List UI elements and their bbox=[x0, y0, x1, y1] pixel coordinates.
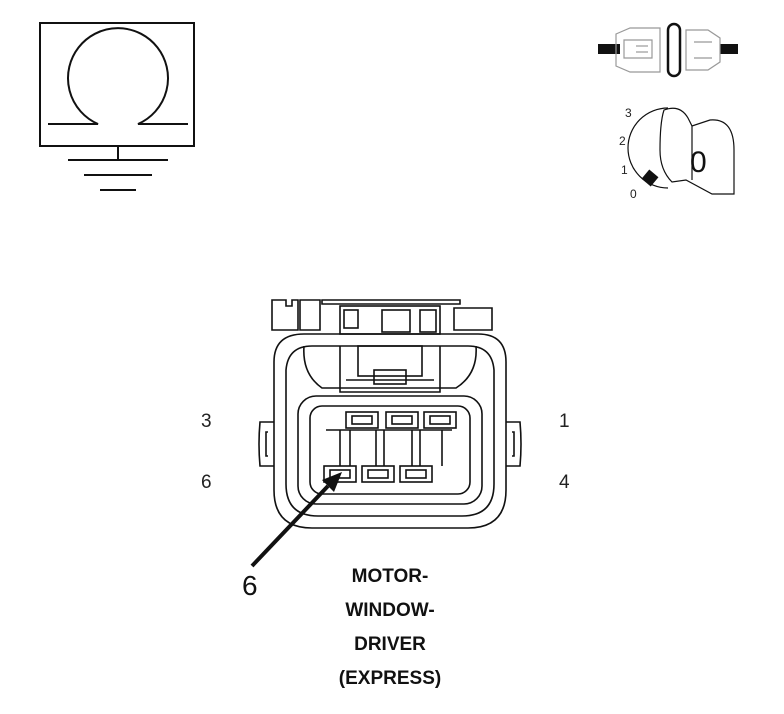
ohm-ground-icon bbox=[39, 22, 195, 191]
pin-label-bottom-left: 6 bbox=[201, 472, 212, 493]
caption-line-3: DRIVER bbox=[354, 634, 426, 655]
caption-line-4: (EXPRESS) bbox=[338, 668, 442, 689]
pin-label-top-left: 3 bbox=[201, 411, 212, 432]
key-position-3: 3 bbox=[625, 106, 632, 120]
key-position-1: 1 bbox=[621, 163, 628, 177]
connector-disconnected-icon bbox=[598, 22, 738, 78]
callout-pin-number: 6 bbox=[242, 570, 258, 601]
pin-label-top-right: 1 bbox=[559, 411, 570, 432]
caption-line-2: WINDOW- bbox=[345, 600, 435, 621]
ignition-key-icon bbox=[627, 107, 735, 195]
connector-caption: MOTOR- WINDOW- DRIVER (EXPRESS) bbox=[300, 560, 480, 696]
pin-label-bottom-right: 4 bbox=[559, 472, 570, 493]
pin-callout-arrow bbox=[250, 472, 342, 568]
caption-line-1: MOTOR- bbox=[351, 566, 429, 587]
key-position-2: 2 bbox=[619, 134, 626, 148]
key-position-0: 0 bbox=[630, 187, 637, 201]
key-current-position: 0 bbox=[690, 146, 707, 179]
connector-body bbox=[258, 299, 522, 529]
